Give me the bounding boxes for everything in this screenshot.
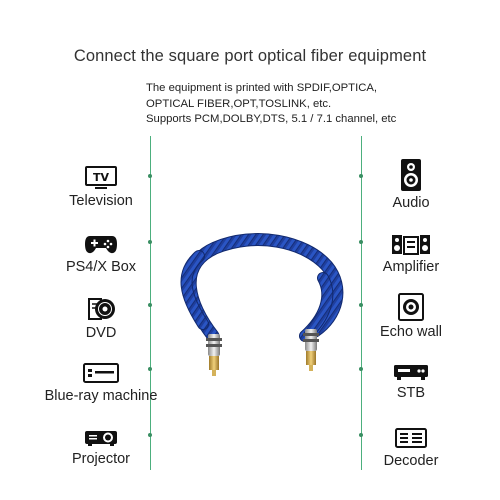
device-decoder: Decoder bbox=[341, 428, 481, 469]
device-echo-wall: Echo wall bbox=[341, 293, 481, 340]
device-stb: STB bbox=[341, 362, 481, 401]
device-projector: Projector bbox=[31, 428, 171, 467]
device-label: Decoder bbox=[383, 453, 439, 469]
right-line-dot bbox=[359, 303, 363, 307]
optical-cable-image bbox=[180, 233, 344, 376]
left-line-dot bbox=[148, 240, 152, 244]
right-line-dot bbox=[359, 433, 363, 437]
device-label: Echo wall bbox=[379, 324, 443, 340]
tv-icon-text: TV bbox=[93, 171, 110, 184]
device-ps4-xbox: PS4/X Box bbox=[31, 232, 171, 275]
device-label: Blue-ray machine bbox=[44, 388, 158, 404]
device-bluray-machine: Blue-ray machine bbox=[17, 361, 185, 404]
right-line-dot bbox=[359, 240, 363, 244]
gamepad-icon bbox=[85, 236, 117, 254]
decoder-icon bbox=[395, 428, 427, 448]
set-top-box-icon bbox=[394, 365, 428, 380]
device-amplifier: Amplifier bbox=[341, 232, 481, 275]
device-label: Audio bbox=[392, 195, 430, 211]
description-line-2: OPTICAL FIBER,OPT,TOSLINK, etc. bbox=[146, 97, 332, 110]
left-line-dot bbox=[148, 303, 152, 307]
device-audio: Audio bbox=[341, 158, 481, 211]
right-line-dot bbox=[359, 367, 363, 371]
device-label: STB bbox=[396, 385, 426, 401]
right-connector bbox=[303, 329, 319, 371]
device-television: TV Television bbox=[31, 166, 171, 209]
device-label: Amplifier bbox=[382, 259, 440, 275]
left-connector bbox=[206, 334, 222, 376]
left-line-dot bbox=[148, 433, 152, 437]
description-line-1: The equipment is printed with SPDIF,OPTI… bbox=[146, 82, 378, 94]
subwoofer-icon bbox=[398, 293, 424, 321]
device-label: DVD bbox=[85, 325, 117, 341]
projector-icon bbox=[85, 431, 117, 446]
amplifier-icon bbox=[392, 235, 430, 255]
left-line-dot bbox=[148, 174, 152, 178]
right-line-dot bbox=[359, 174, 363, 178]
device-dvd: DVD bbox=[31, 296, 171, 341]
device-label: PS4/X Box bbox=[65, 259, 137, 275]
description-line-3: Supports PCM,DOLBY,DTS, 5.1 / 7.1 channe… bbox=[146, 113, 397, 125]
tv-icon: TV bbox=[85, 166, 117, 189]
page-title: Connect the square port optical fiber eq… bbox=[73, 47, 427, 65]
device-label: Television bbox=[69, 193, 133, 209]
speaker-icon bbox=[401, 159, 421, 191]
left-line-dot bbox=[148, 367, 152, 371]
device-label: Projector bbox=[71, 451, 131, 467]
bluray-player-icon bbox=[83, 363, 119, 383]
dvd-icon bbox=[88, 298, 115, 320]
description: The equipment is printed with SPDIF,OPTI… bbox=[146, 81, 476, 128]
